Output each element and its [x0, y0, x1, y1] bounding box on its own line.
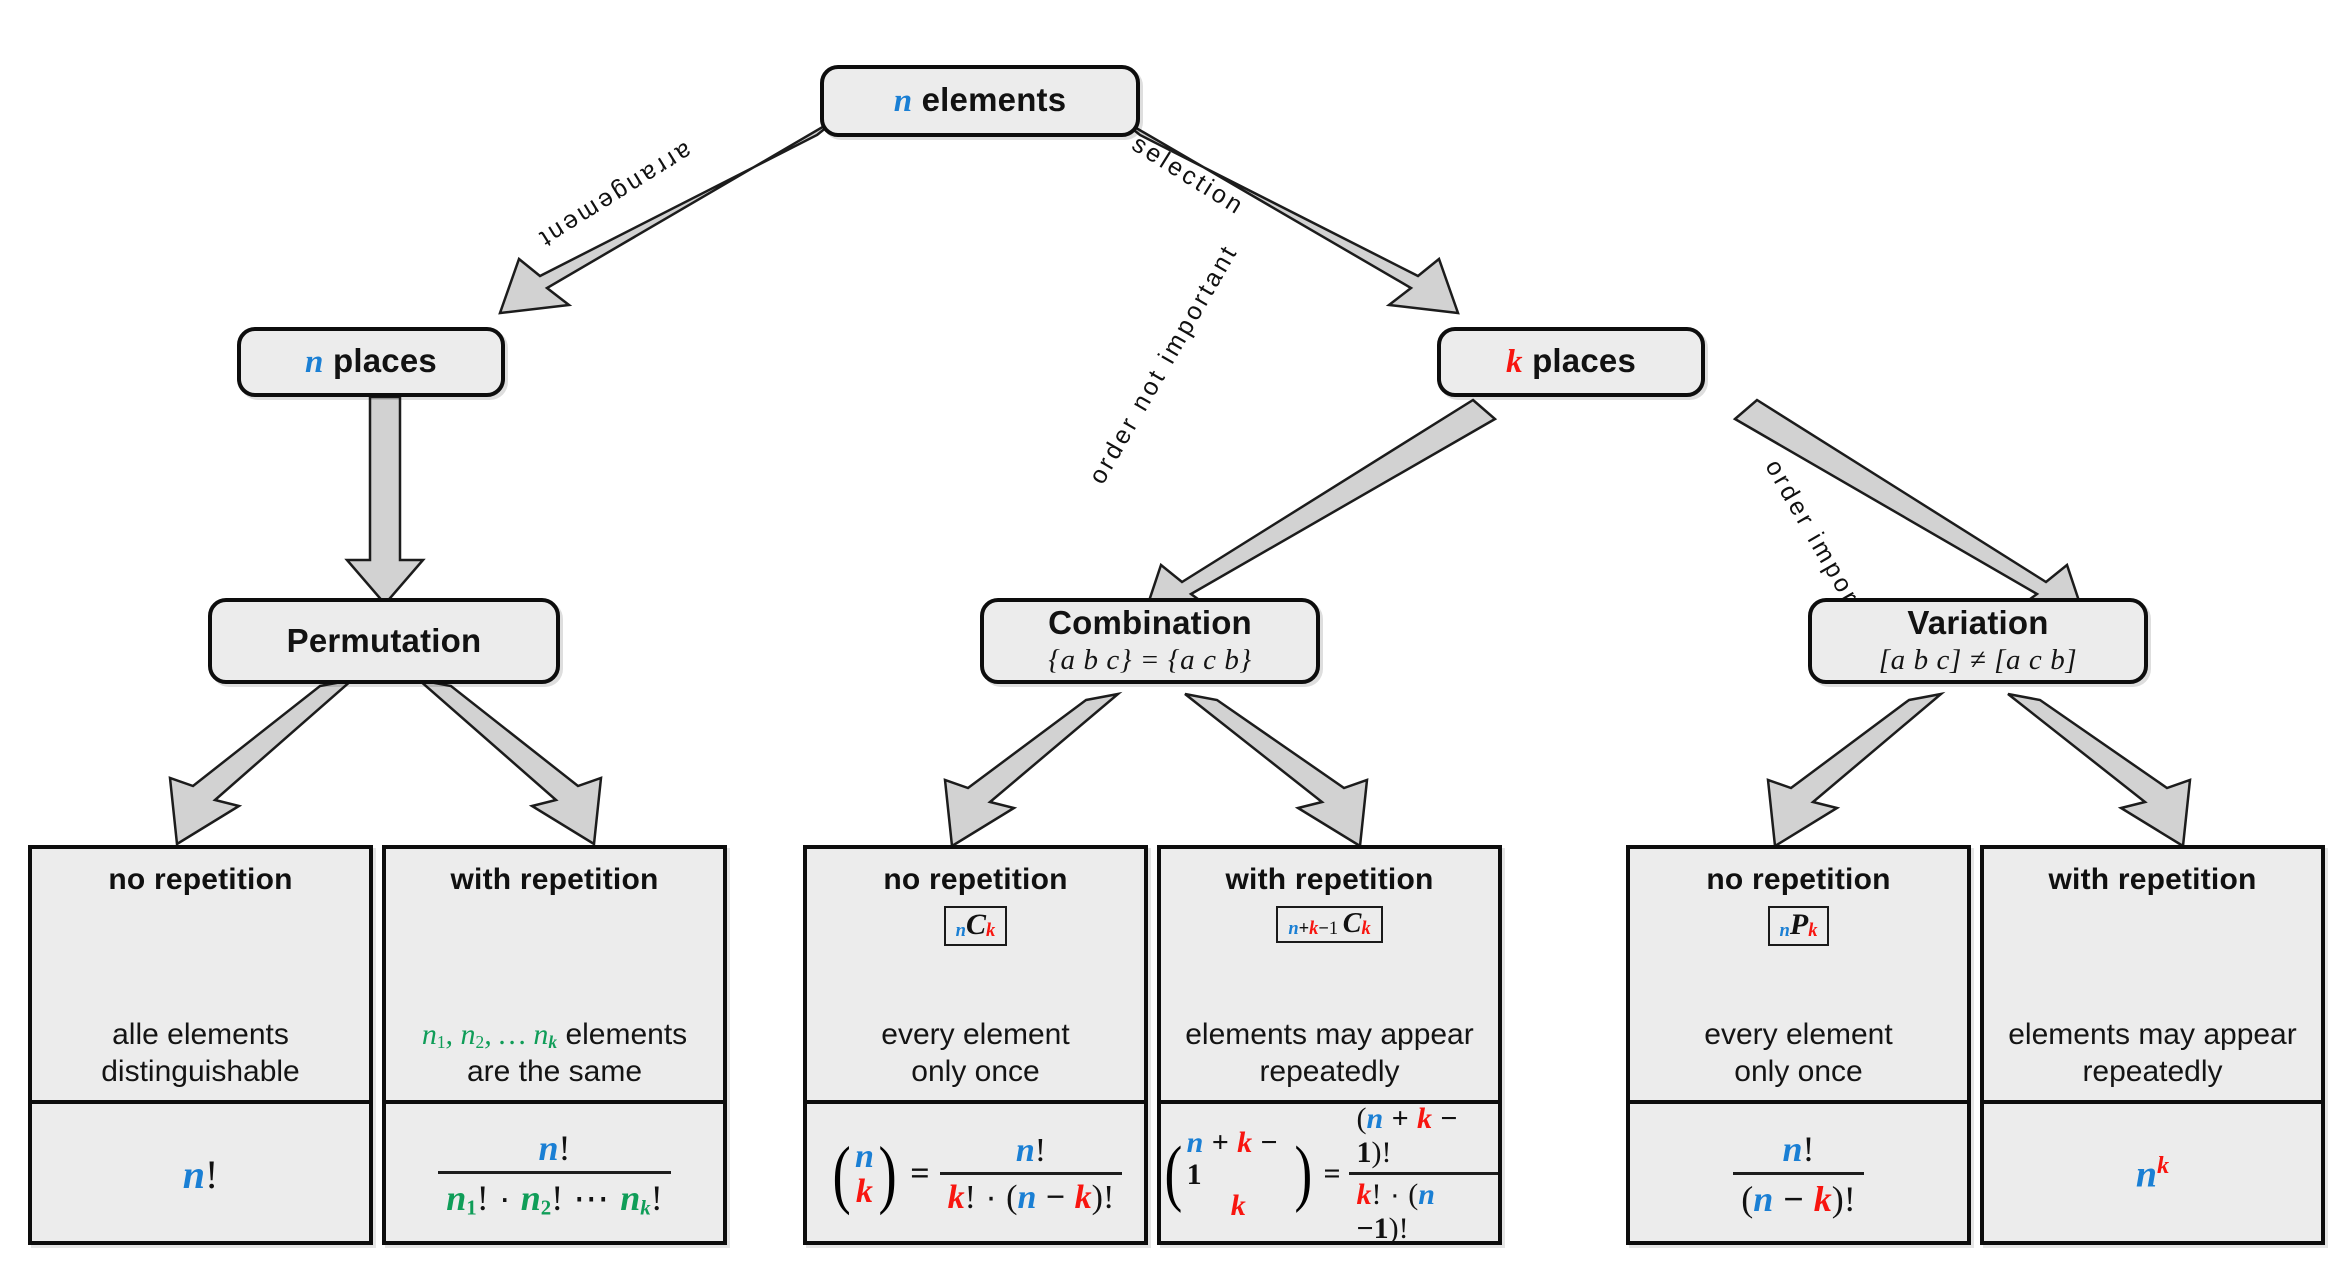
node-combination-subtitle: {a b c} = {a c b}	[1048, 644, 1252, 677]
leaf-header: no repetition	[1706, 863, 1891, 896]
leaf-formula: n!	[32, 1100, 369, 1244]
leaf-badge-npkm1Ck: n+k−1 Ck	[1276, 906, 1383, 943]
edge-comb-norep-arrow	[943, 691, 1123, 849]
leaf-description: elements may appear repeatedly	[1185, 1018, 1474, 1088]
node-permutation[interactable]: Permutation	[208, 598, 560, 684]
leaf-permutation-with-repetition[interactable]: with repetition n1, n2, … nk elements ar…	[382, 845, 727, 1245]
leaf-header: with repetition	[2048, 863, 2257, 896]
leaf-combination-no-repetition[interactable]: no repetition nCk every element only onc…	[803, 845, 1148, 1245]
leaf-description: every element only once	[1704, 1018, 1893, 1088]
edge-var-norep-arrow	[1766, 691, 1946, 849]
node-n-places[interactable]: n places	[237, 327, 505, 397]
leaf-badge-nPk: nPk	[1767, 906, 1830, 946]
node-n-elements-label: n elements	[893, 81, 1067, 120]
leaf-header: no repetition	[108, 863, 293, 896]
edge-perm-withrep-arrow	[414, 677, 603, 847]
leaf-header-block: with repetition	[1984, 849, 2321, 1017]
leaf-permutation-no-repetition[interactable]: no repetition alle elements distinguisha…	[28, 845, 373, 1245]
edge-perm-norep-arrow	[168, 677, 357, 847]
edge-label-order-not-important: order not important	[1083, 239, 1244, 489]
leaf-header-block: with repetition n+k−1 Ck	[1161, 849, 1498, 1017]
node-permutation-label: Permutation	[286, 621, 482, 659]
edge-label-arrangement: arrangement	[532, 136, 698, 255]
leaf-variation-no-repetition[interactable]: no repetition nPk every element only onc…	[1626, 845, 1971, 1245]
node-k-places-label: k places	[1505, 342, 1637, 381]
leaf-formula: n! n1! · n2! ⋯ nk!	[386, 1100, 723, 1244]
leaf-description: n1, n2, … nk elements are the same	[421, 1018, 688, 1088]
leaf-formula: ( n k ) = n! k! · (n − k)!	[807, 1100, 1144, 1244]
leaf-formula: ( n + k − 1 k ) = (n + k − 1)! k!	[1161, 1100, 1498, 1245]
node-combination[interactable]: Combination {a b c} = {a c b}	[980, 598, 1320, 684]
edge-comb-withrep-arrow	[1184, 692, 1369, 849]
leaf-header-block: no repetition nPk	[1630, 849, 1967, 1017]
leaf-header: with repetition	[450, 863, 659, 896]
node-variation-label: Variation	[1907, 603, 2049, 641]
node-variation-subtitle: [a b c] ≠ [a c b]	[1878, 644, 2078, 677]
leaf-combination-with-repetition[interactable]: with repetition n+k−1 Ck elements may ap…	[1157, 845, 1502, 1245]
edge-permutation-arrow	[344, 395, 426, 606]
leaf-description: alle elements distinguishable	[101, 1018, 300, 1088]
leaf-description: elements may appear repeatedly	[2008, 1018, 2297, 1088]
leaf-badge-nCk: nCk	[943, 906, 1008, 946]
leaf-formula: n! (n − k)!	[1630, 1100, 1967, 1244]
leaf-variation-with-repetition[interactable]: with repetition elements may appear repe…	[1980, 845, 2325, 1245]
node-combination-label: Combination	[1048, 603, 1252, 641]
node-n-elements[interactable]: n elements	[820, 65, 1140, 137]
node-k-places[interactable]: k places	[1437, 327, 1705, 397]
leaf-header-block: no repetition	[32, 849, 369, 1017]
node-n-places-label: n places	[305, 342, 437, 381]
leaf-formula: nk	[1984, 1100, 2321, 1244]
leaf-header-block: no repetition nCk	[807, 849, 1144, 1017]
edge-order-not-important-arrow	[1141, 398, 1498, 621]
edge-var-withrep-arrow	[2007, 692, 2192, 849]
leaf-description: every element only once	[881, 1018, 1070, 1088]
leaf-header-block: with repetition	[386, 849, 723, 1017]
edge-label-selection: selection	[1127, 129, 1251, 222]
leaf-header: no repetition	[883, 863, 1068, 896]
node-variation[interactable]: Variation [a b c] ≠ [a c b]	[1808, 598, 2148, 684]
leaf-header: with repetition	[1225, 863, 1434, 896]
